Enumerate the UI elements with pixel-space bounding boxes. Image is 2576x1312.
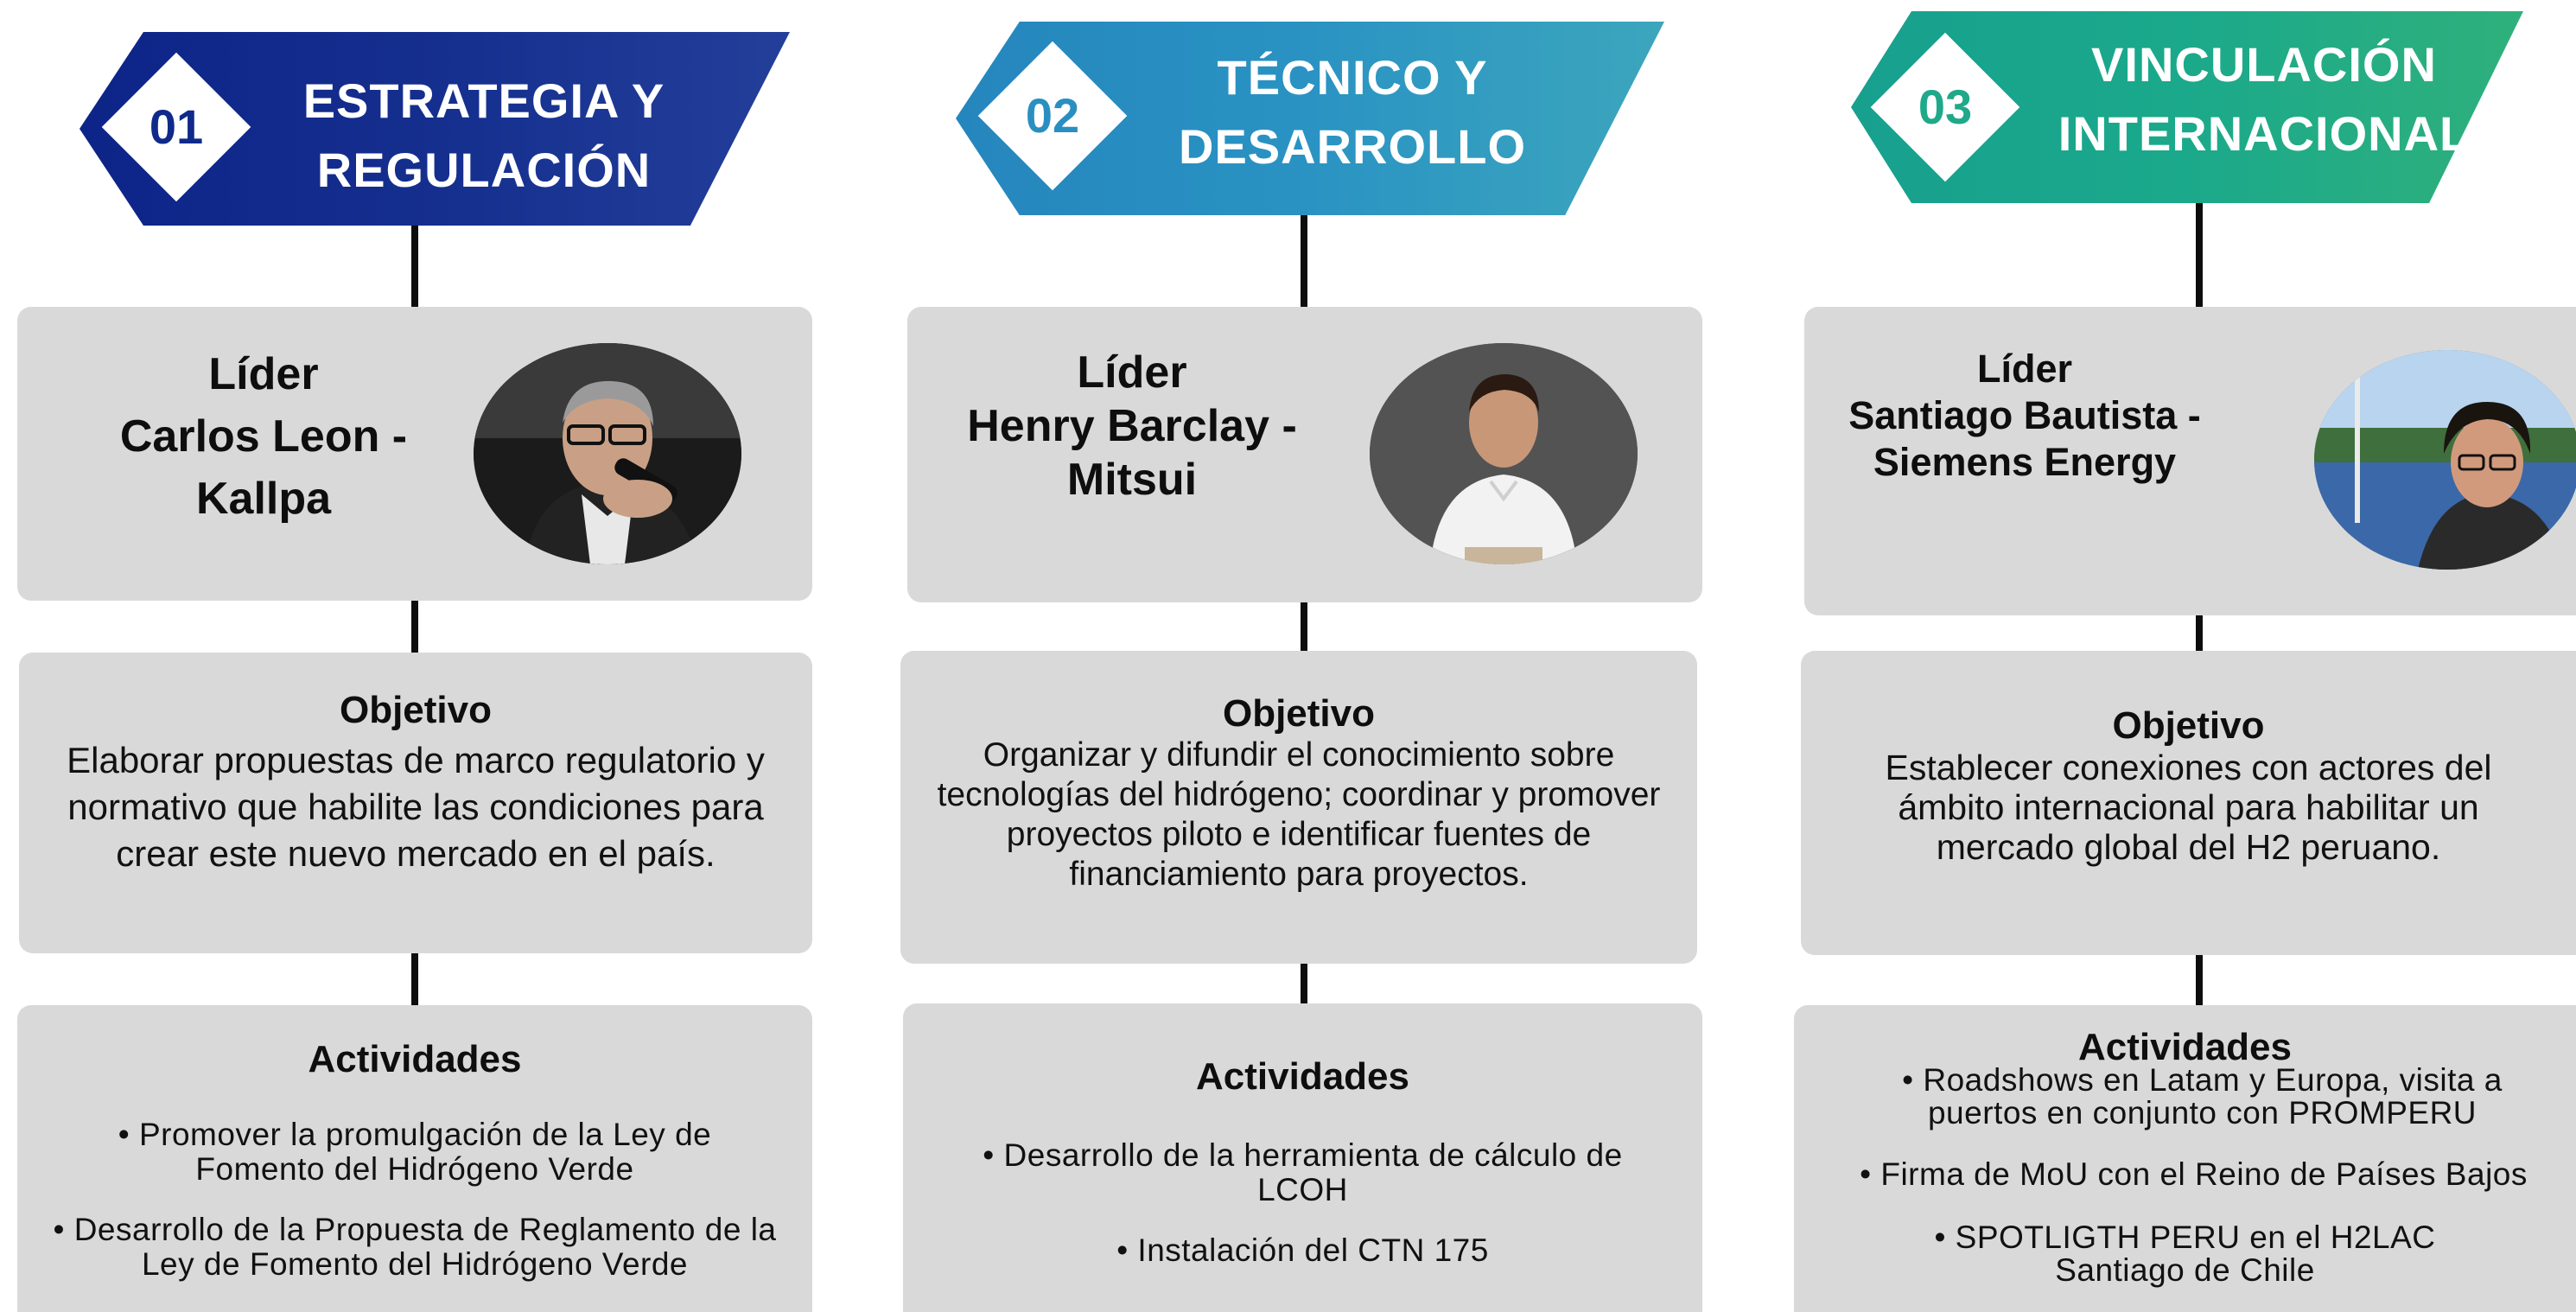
leader-label: Líder <box>1077 347 1187 398</box>
activity-item: • Desarrollo de la Propuesta de Reglamen… <box>53 1212 777 1282</box>
workgroup-title-line: INTERNACIONAL <box>2058 106 2471 161</box>
activity-item: • Instalación del CTN 175 <box>1116 1232 1489 1268</box>
connector-line <box>2196 955 2203 1005</box>
workgroup-title: TÉCNICO Y DESARROLLO <box>1167 43 1538 182</box>
activity-item: • Roadshows en Latam y Europa, visita a … <box>1902 1062 2503 1130</box>
objective-title: Objetivo <box>1222 692 1376 735</box>
leader-info: Líder Santiago Bautista - Siemens Energy <box>1804 346 2245 486</box>
leader-name: Carlos Leon - <box>119 411 408 462</box>
objective-text: Elaborar propuestas de marco regulatorio… <box>67 740 765 874</box>
activities-title: Actividades <box>2078 1026 2292 1068</box>
leader-company: Mitsui <box>1066 455 1198 505</box>
activity-item: • Firma de MoU con el Reino de Países Ba… <box>1860 1156 2528 1192</box>
leader-info: Líder Henry Barclay - Mitsui <box>942 346 1322 506</box>
objective-text: Establecer conexiones con actores del ám… <box>1885 748 2492 867</box>
leader-photo <box>2314 350 2576 570</box>
leader-name: Henry Barclay - <box>967 401 1297 451</box>
workgroup-title-line: DESARROLLO <box>1179 119 1526 174</box>
leader-name: Santiago Bautista - <box>1848 393 2201 437</box>
objective-title: Objetivo <box>2112 704 2265 747</box>
connector-line <box>2196 615 2203 651</box>
leader-card: Líder Carlos Leon - Kallpa <box>17 307 812 601</box>
objective-card: Objetivo Elaborar propuestas de marco re… <box>19 653 812 953</box>
workgroup-title: ESTRATEGIA Y REGULACIÓN <box>277 67 691 205</box>
leader-card: Líder Santiago Bautista - Siemens Energy <box>1804 307 2576 615</box>
objective-text: Organizar y difundir el conocimiento sob… <box>937 736 1661 893</box>
leader-photo <box>1370 343 1638 564</box>
leader-label: Líder <box>1976 347 2073 391</box>
leader-company: Kallpa <box>195 474 332 524</box>
workgroup-title-line: VINCULACIÓN <box>2091 37 2437 92</box>
activities-card: Actividades • Desarrollo de la herramien… <box>903 1003 1702 1312</box>
objective-card: Objetivo Organizar y difundir el conocim… <box>900 651 1697 964</box>
workgroup-title: VINCULACIÓN INTERNACIONAL <box>2039 30 2489 169</box>
connector-line <box>1301 212 1307 307</box>
activities-card: Actividades • Roadshows en Latam y Europ… <box>1794 1005 2576 1312</box>
workgroup-column-1: 01 ESTRATEGIA Y REGULACIÓN Líder Carlos … <box>0 0 830 1312</box>
connector-line <box>2196 203 2203 307</box>
activities-title: Actividades <box>1196 1055 1409 1098</box>
workgroup-title-line: REGULACIÓN <box>316 143 652 197</box>
workgroup-column-3: 03 VINCULACIÓN INTERNACIONAL Líder Santi… <box>1780 0 2576 1312</box>
workgroup-column-2: 02 TÉCNICO Y DESARROLLO Líder Henry Barc… <box>890 0 1720 1312</box>
workgroup-number: 01 <box>149 99 204 154</box>
connector-line <box>411 220 418 307</box>
leader-card: Líder Henry Barclay - Mitsui <box>907 307 1702 602</box>
objective-card: Objetivo Establecer conexiones con actor… <box>1801 651 2576 955</box>
activities-title: Actividades <box>308 1038 522 1080</box>
leader-info: Líder Carlos Leon - Kallpa <box>60 343 467 530</box>
leader-label: Líder <box>208 349 319 399</box>
activities-card: Actividades • Promover la promulgación d… <box>17 1005 812 1312</box>
leader-photo <box>474 343 741 564</box>
workgroup-number: 02 <box>1025 88 1080 143</box>
connector-line <box>1301 964 1307 1003</box>
workgroup-title-line: TÉCNICO Y <box>1217 50 1488 105</box>
leader-company: Siemens Energy <box>1873 440 2177 484</box>
connector-line <box>1301 602 1307 651</box>
connector-line <box>411 601 418 653</box>
workgroup-number: 03 <box>1918 80 1973 134</box>
connector-line <box>411 953 418 1005</box>
activity-item: • Desarrollo de la herramienta de cálcul… <box>983 1137 1623 1207</box>
objective-title: Objetivo <box>339 689 493 731</box>
activity-item: • Promover la promulgación de la Ley de … <box>118 1117 712 1187</box>
activity-item: • SPOTLIGTH PERU en el H2LAC Santiago de… <box>1934 1220 2436 1288</box>
workgroup-title-line: ESTRATEGIA Y <box>302 73 665 128</box>
